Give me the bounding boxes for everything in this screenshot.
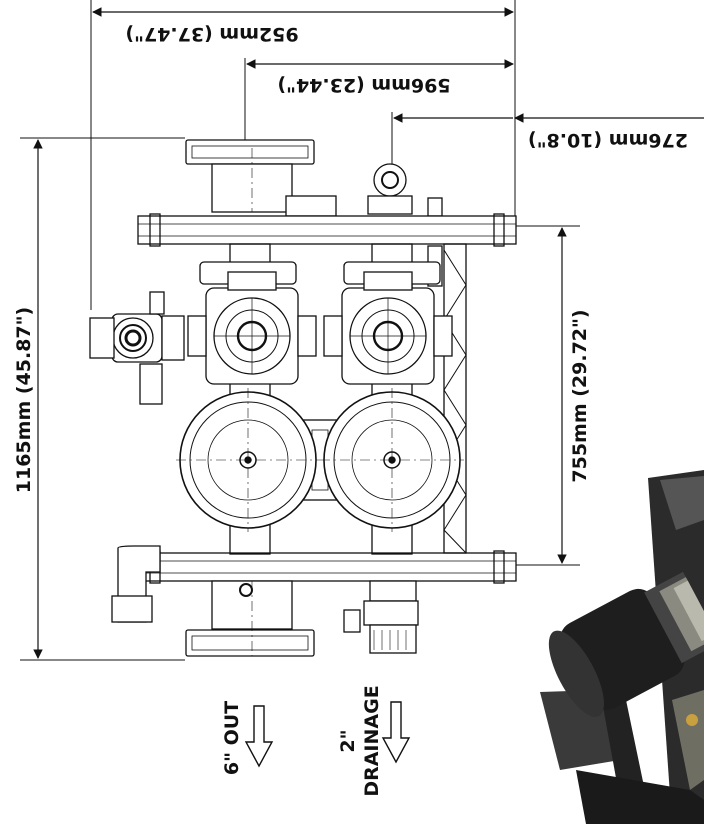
left-elbow (111, 545, 161, 623)
equipment-3d-render (540, 470, 704, 824)
dimension-texts: 952mm (37.47") 596mm (23.44") 276mm (10.… (13, 23, 688, 493)
top-small-valve (367, 163, 443, 217)
drain-word-label: DRAINAGE (361, 685, 383, 796)
dim-text-276: 276mm (10.8") (528, 129, 688, 151)
out-label: 6" OUT (221, 701, 243, 775)
dimension-lines (20, 0, 704, 661)
drain-arrow-icon (381, 701, 411, 764)
frame-top-bar (137, 213, 517, 247)
filter-housing-left (176, 388, 320, 532)
filter-housing-right (320, 388, 464, 532)
top-flange (185, 139, 337, 217)
dim-text-596: 596mm (23.44") (277, 74, 450, 96)
bottom-flange (185, 580, 315, 657)
drain-valve (343, 580, 419, 654)
valve-head-left (187, 271, 317, 385)
left-side-valve (89, 291, 185, 405)
dim-text-755: 755mm (29.72") (569, 309, 591, 482)
output-labels: 6" OUT 2" DRAINAGE (221, 685, 411, 797)
dim-text-952: 952mm (37.47") (125, 23, 298, 45)
out-arrow-icon (244, 705, 274, 768)
drain-size-label: 2" (337, 729, 359, 752)
dim-text-1165: 1165mm (45.87") (13, 307, 35, 493)
equipment-assembly (89, 139, 517, 657)
frame-bottom-bar (137, 550, 517, 584)
valve-head-right (323, 271, 453, 385)
